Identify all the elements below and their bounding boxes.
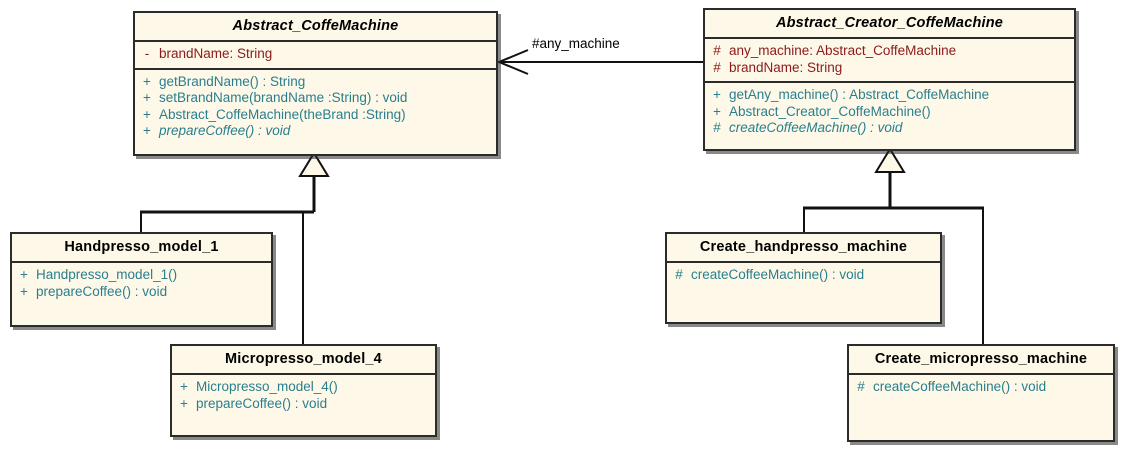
- operation-row: # createCoffeeMachine() : void: [667, 267, 940, 284]
- class-title: Abstract_CoffeMachine: [232, 18, 399, 34]
- class-handpresso-model-1[interactable]: Handpresso_model_1 + Handpresso_model_1(…: [10, 232, 273, 327]
- visibility-marker: #: [713, 43, 721, 58]
- operation-row: + Handpresso_model_1(): [12, 267, 271, 284]
- operation-row: + Abstract_Creator_CoffeMachine(): [705, 104, 1074, 121]
- operation-row-abstract: + prepareCoffee() : void: [135, 123, 496, 140]
- class-title: Abstract_Creator_CoffeMachine: [775, 15, 1004, 31]
- operation-signature: prepareCoffee() : void: [159, 123, 291, 138]
- operation-signature: createCoffeeMachine() : void: [729, 120, 903, 135]
- operation-signature: createCoffeeMachine() : void: [691, 267, 865, 282]
- operation-row: + Abstract_CoffeMachine(theBrand :String…: [135, 107, 496, 124]
- visibility-marker: #: [713, 59, 721, 75]
- operation-row: + getAny_machine() : Abstract_CoffeMachi…: [705, 87, 1074, 104]
- class-title: Create_handpresso_machine: [699, 239, 908, 255]
- attributes-compartment: - brandName: String: [135, 40, 496, 68]
- visibility-marker: +: [143, 106, 151, 122]
- visibility-marker: +: [20, 283, 28, 299]
- class-abstract-coffemachine[interactable]: Abstract_CoffeMachine - brandName: Strin…: [133, 11, 498, 156]
- visibility-marker: +: [20, 267, 28, 282]
- class-create-micropresso-machine[interactable]: Create_micropresso_machine # createCoffe…: [847, 344, 1115, 442]
- attributes-compartment: # any_machine: Abstract_CoffeMachine # b…: [705, 37, 1074, 81]
- class-title: Handpresso_model_1: [64, 239, 219, 255]
- operations-compartment: + Micropresso_model_4() + prepareCoffee(…: [172, 373, 435, 417]
- operation-row: + prepareCoffee() : void: [12, 284, 271, 301]
- attribute-signature: brandName: String: [159, 46, 273, 61]
- operation-row: + getBrandName() : String: [135, 74, 496, 91]
- visibility-marker: +: [143, 123, 151, 138]
- class-micropresso-model-4[interactable]: Micropresso_model_4 + Micropresso_model_…: [170, 344, 437, 437]
- operation-signature: getAny_machine() : Abstract_CoffeMachine: [729, 87, 990, 102]
- visibility-marker: +: [143, 73, 151, 89]
- association-any-machine: [496, 49, 703, 75]
- visibility-marker: #: [675, 267, 683, 282]
- operations-compartment: + getAny_machine() : Abstract_CoffeMachi…: [705, 81, 1074, 142]
- visibility-marker: #: [857, 379, 865, 394]
- operation-signature: setBrandName(brandName :String) : void: [159, 90, 408, 105]
- visibility-marker: +: [180, 395, 188, 411]
- operation-signature: prepareCoffee() : void: [196, 395, 328, 411]
- attribute-row: # any_machine: Abstract_CoffeMachine: [705, 43, 1074, 60]
- visibility-marker: +: [713, 87, 721, 102]
- visibility-marker: +: [713, 103, 721, 119]
- operation-row: + setBrandName(brandName :String) : void: [135, 90, 496, 107]
- operation-signature: prepareCoffee() : void: [36, 283, 168, 299]
- visibility-marker: +: [143, 90, 151, 105]
- attribute-row: - brandName: String: [135, 46, 496, 63]
- association-label-any-machine: #any_machine: [532, 36, 620, 51]
- operation-row-abstract: # createCoffeeMachine() : void: [705, 120, 1074, 137]
- operation-signature: getBrandName() : String: [159, 73, 306, 89]
- operations-compartment: + getBrandName() : String + setBrandName…: [135, 67, 496, 145]
- attribute-row: # brandName: String: [705, 60, 1074, 77]
- operation-signature: Abstract_CoffeMachine(theBrand :String): [159, 106, 406, 122]
- operations-compartment: + Handpresso_model_1() + prepareCoffee()…: [12, 261, 271, 305]
- class-abstract-creator-coffemachine[interactable]: Abstract_Creator_CoffeMachine # any_mach…: [703, 8, 1076, 151]
- operations-compartment: # createCoffeeMachine() : void: [667, 261, 940, 289]
- operation-signature: Micropresso_model_4(): [196, 379, 338, 394]
- class-title: Micropresso_model_4: [225, 351, 382, 367]
- operation-signature: Handpresso_model_1(): [36, 267, 178, 282]
- class-title: Create_micropresso_machine: [874, 351, 1088, 367]
- operations-compartment: # createCoffeeMachine() : void: [849, 373, 1113, 401]
- visibility-marker: -: [144, 46, 150, 61]
- attribute-signature: brandName: String: [729, 59, 843, 75]
- operation-signature: createCoffeeMachine() : void: [873, 379, 1047, 394]
- operation-row: # createCoffeeMachine() : void: [849, 379, 1113, 396]
- operation-row: + prepareCoffee() : void: [172, 396, 435, 413]
- class-create-handpresso-machine[interactable]: Create_handpresso_machine # createCoffee…: [665, 232, 942, 324]
- visibility-marker: #: [713, 120, 721, 135]
- attribute-signature: any_machine: Abstract_CoffeMachine: [729, 43, 957, 58]
- visibility-marker: +: [180, 379, 188, 394]
- operation-row: + Micropresso_model_4(): [172, 379, 435, 396]
- operation-signature: Abstract_Creator_CoffeMachine(): [729, 103, 931, 119]
